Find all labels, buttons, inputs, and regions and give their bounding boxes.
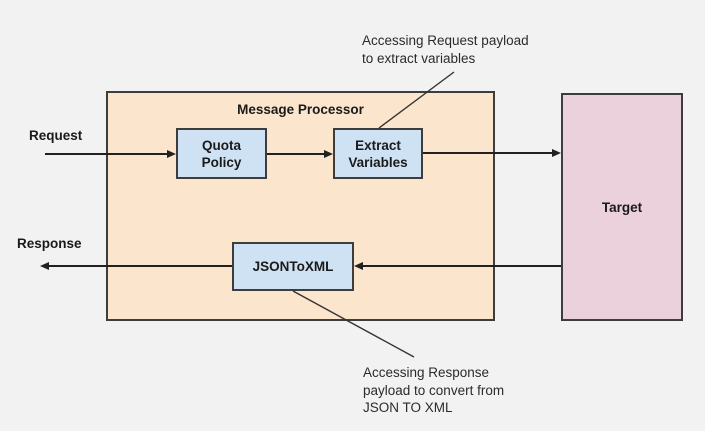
message-processor-title: Message Processor [237, 102, 364, 117]
target-label: Target [601, 199, 643, 215]
request-arrowhead-icon [167, 150, 176, 158]
target-to-json-arrow-line [362, 265, 561, 267]
extract-variables-node: Extract Variables [333, 128, 423, 179]
extract-to-target-arrow-line [423, 152, 553, 154]
request-payload-annotation: Accessing Request payload to extract var… [362, 33, 529, 66]
json-to-response-arrow-line [48, 265, 232, 267]
response-payload-annotation: Accessing Response payload to convert fr… [363, 365, 505, 415]
json-to-response-arrowhead-icon [40, 262, 49, 270]
quota-to-extract-arrowhead-icon [324, 150, 333, 158]
quota-policy-node: Quota Policy [176, 128, 267, 179]
extract-to-target-arrowhead-icon [552, 149, 561, 157]
target-box: Target [561, 93, 683, 321]
response-label: Response [17, 236, 82, 251]
target-to-json-arrowhead-icon [354, 262, 363, 270]
request-arrow-line [45, 153, 168, 155]
json-to-xml-node: JSONToXML [232, 242, 354, 291]
quota-to-extract-arrow-line [267, 153, 325, 155]
request-label: Request [29, 128, 83, 143]
